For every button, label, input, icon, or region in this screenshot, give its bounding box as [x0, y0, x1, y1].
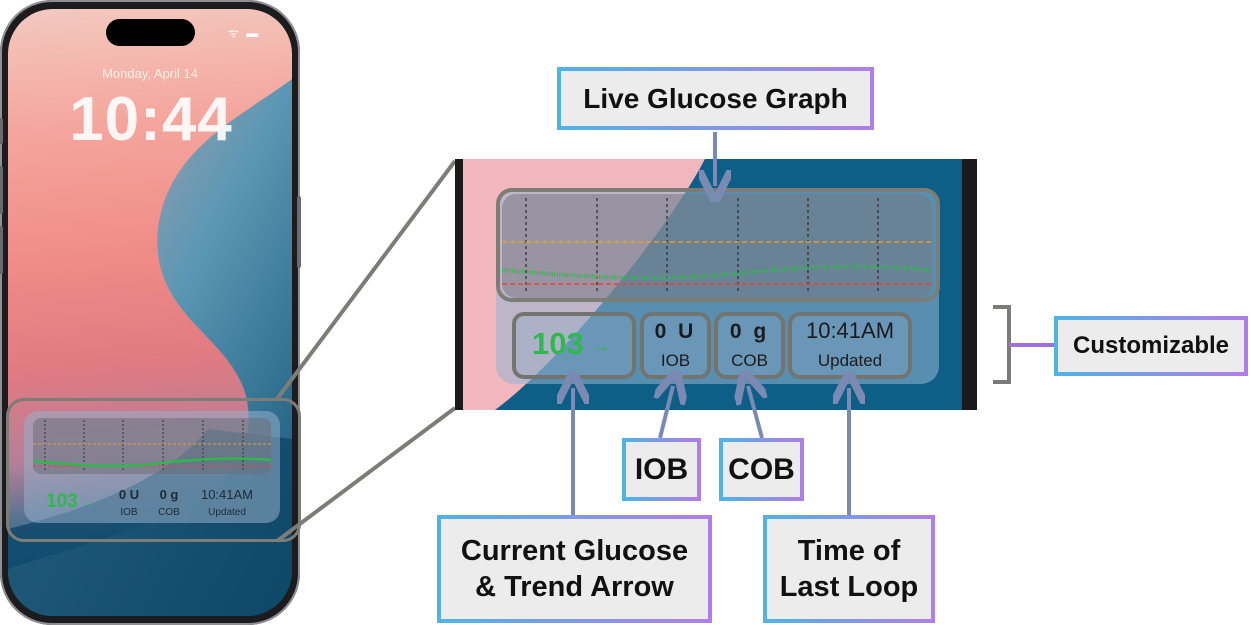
mini-glucose-value: 103 → — [46, 491, 95, 512]
label-current-glucose-line1: Current Glucose — [460, 534, 689, 567]
status-icons: ᯤ ▬ — [228, 26, 261, 40]
zoom-cob-value: 0 g — [729, 320, 770, 343]
label-cob: COB — [719, 438, 804, 501]
zoom-updated-value: 10:41AM — [805, 318, 895, 343]
volume-down-button — [0, 226, 3, 274]
mini-updated-label: Updated — [208, 507, 246, 518]
action-button — [0, 118, 3, 144]
dynamic-island — [106, 19, 195, 46]
zoom-iob-label: IOB — [660, 351, 691, 370]
mini-cob-label: COB — [158, 507, 180, 518]
zoom-cob-label: COB — [731, 351, 768, 370]
mini-updated-value: 10:41AM — [200, 487, 254, 502]
label-current-glucose: Current Glucose & Trend Arrow — [437, 515, 712, 623]
volume-up-button — [0, 166, 3, 214]
zoom-bezel-right — [962, 159, 977, 410]
label-customizable: Customizable — [1054, 316, 1248, 376]
mini-cob-value: 0 g — [159, 487, 179, 502]
updated-box — [788, 312, 912, 379]
lock-time: 10:44 — [69, 85, 233, 154]
label-iob: IOB — [622, 438, 701, 501]
zoom-trend-arrow: → — [592, 335, 611, 356]
mini-glucose-graph — [32, 418, 272, 474]
glucose-box — [512, 312, 636, 379]
label-live-glucose-graph: Live Glucose Graph — [557, 67, 874, 130]
live-glucose-graph — [501, 194, 933, 298]
label-current-glucose-line2: & Trend Arrow — [475, 571, 674, 603]
label-last-loop-line2: Last Loop — [779, 571, 919, 603]
mini-trend-arrow: → — [82, 496, 95, 510]
mini-graph-lines — [32, 420, 272, 472]
zoom-iob-value: 0 U — [654, 320, 697, 343]
label-time-of-last-loop: Time of Last Loop — [763, 515, 935, 623]
lock-date: Monday, April 14 — [102, 66, 198, 81]
mini-iob-label: IOB — [120, 507, 138, 518]
side-button — [297, 196, 301, 268]
label-last-loop-line1: Time of — [797, 534, 901, 567]
mini-iob-value: 0 U — [118, 487, 140, 502]
zoom-graph-lines — [501, 198, 933, 294]
zoom-glucose-value: 103 → — [532, 326, 611, 361]
zoom-bezel-left — [455, 159, 463, 410]
zoom-updated-label: Updated — [817, 351, 883, 370]
widget-callout-box — [6, 398, 301, 542]
